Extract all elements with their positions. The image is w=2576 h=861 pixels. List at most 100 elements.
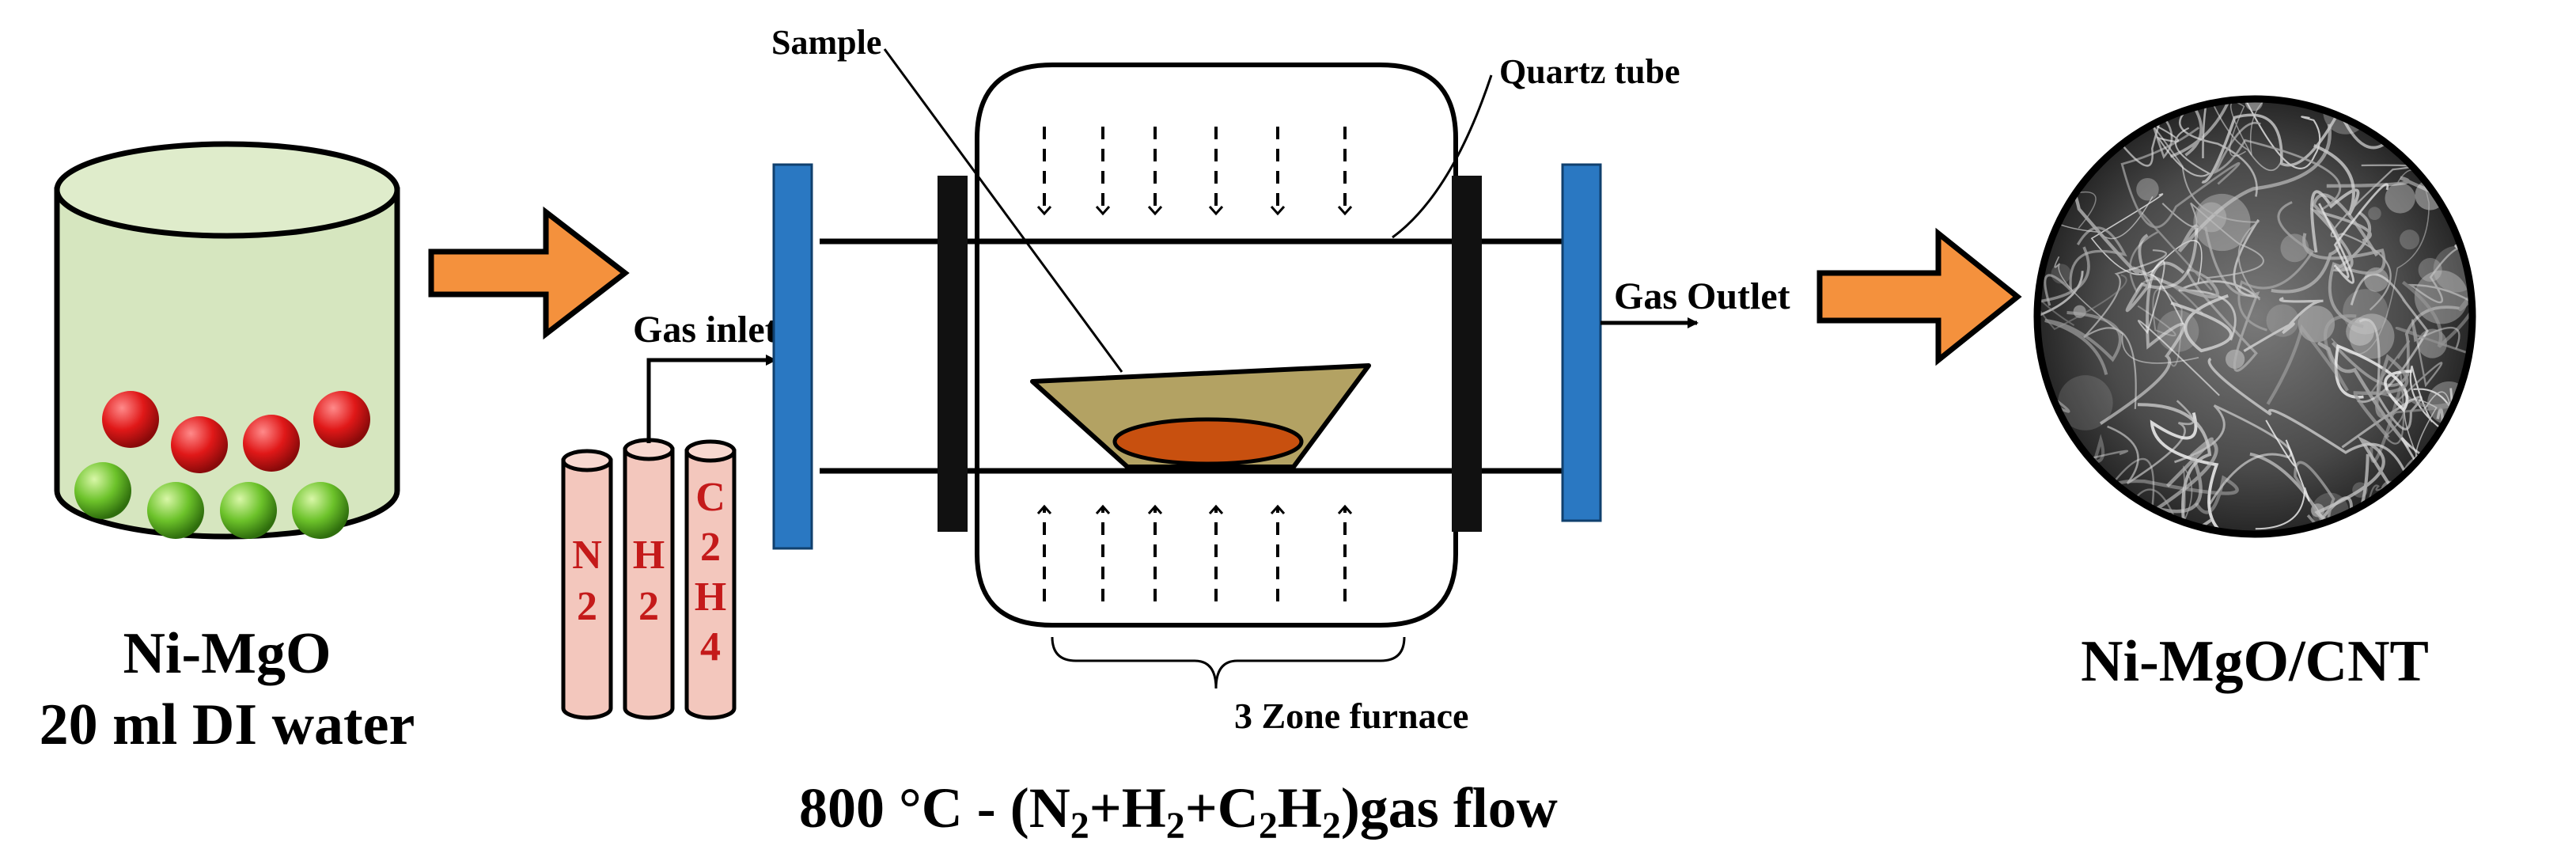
sem-texture — [2054, 256, 2199, 364]
sem-texture — [2137, 403, 2214, 534]
sem-texture — [2409, 366, 2461, 443]
sem-texture — [2042, 99, 2198, 114]
gas-outlet-label: Gas Outlet — [1614, 275, 1790, 317]
process-arrow-2 — [1816, 227, 2022, 366]
right-title: Ni-MgO/CNT — [2081, 629, 2429, 694]
sem-texture — [2318, 183, 2389, 284]
cylinder-h2 — [623, 438, 675, 720]
sem-texture — [2237, 99, 2321, 169]
quartz-tube-label: Quartz tube — [1499, 52, 1680, 91]
sem-texture — [2266, 314, 2357, 405]
sem-texture — [2185, 99, 2283, 172]
condition-subscript: 2 — [1070, 805, 1089, 847]
sem-texture — [2187, 226, 2260, 372]
sem-texture — [2037, 257, 2084, 353]
cylinder-c2h4-letter: C — [695, 475, 725, 520]
sem-texture — [2243, 297, 2324, 352]
sem-texture — [2039, 99, 2082, 109]
sem-texture — [2092, 511, 2132, 534]
condition-part: 800 °C - (N — [799, 776, 1070, 840]
sem-texture — [2438, 441, 2472, 534]
outlet-flange-blue — [1561, 163, 1602, 522]
condition-subscript: 2 — [1322, 805, 1341, 847]
sem-texture — [2099, 261, 2186, 425]
beaker-body — [54, 187, 400, 540]
sem-texture — [2310, 144, 2360, 253]
sample-label: Sample — [771, 23, 881, 62]
sem-texture — [2255, 419, 2310, 530]
heat-arrows-top — [1036, 127, 1353, 216]
ni-particle — [102, 391, 159, 448]
sem-texture — [2368, 207, 2381, 221]
cylinder-c2h4 — [684, 439, 737, 720]
mgo-particle — [147, 482, 204, 539]
sem-texture — [2418, 257, 2442, 283]
sem-texture — [2401, 220, 2472, 348]
sem-texture — [2177, 123, 2332, 252]
mgo-particle — [74, 462, 131, 519]
mgo-particle — [292, 482, 349, 539]
sem-image-border — [2033, 95, 2476, 538]
process-condition: 800 °C - (N2+H2+C2H2)gas flow — [799, 776, 1558, 847]
sem-texture — [2447, 106, 2472, 170]
sem-texture — [2229, 99, 2294, 157]
sem-texture — [2343, 289, 2388, 335]
sem-texture — [2037, 246, 2090, 306]
sem-texture — [2037, 99, 2082, 130]
heat-arrows-bottom — [1036, 504, 1353, 601]
process-arrow-1 — [428, 206, 630, 340]
sem-image — [2033, 95, 2476, 538]
furnace-bracket — [1051, 636, 1406, 689]
sem-texture — [2083, 249, 2167, 409]
ni-particle — [171, 416, 228, 473]
sem-texture — [2037, 289, 2070, 413]
furnace-body — [975, 63, 1458, 628]
condition-part: +C — [1185, 776, 1259, 840]
sem-texture — [2125, 227, 2199, 313]
gas-feed-line — [646, 355, 777, 443]
gas-cylinders: N 2 H 2 C 2 H 4 — [561, 438, 737, 720]
cylinder-c2h4-letter: 2 — [700, 525, 721, 570]
sem-texture — [2037, 99, 2089, 173]
sem-texture — [2137, 260, 2220, 396]
sample-pointer — [883, 48, 1123, 373]
sem-texture — [2213, 121, 2341, 211]
sem-texture — [2136, 177, 2159, 201]
sem-texture — [2037, 184, 2059, 259]
sem-texture — [2157, 309, 2199, 352]
cylinder-h2-letter: 2 — [638, 584, 659, 629]
sem-texture — [2148, 120, 2211, 177]
condition-subscript: 2 — [1259, 805, 1278, 847]
sem-texture — [2170, 294, 2233, 353]
beaker-rim — [54, 141, 400, 239]
condition-part: +H — [1089, 776, 1166, 840]
sem-texture — [2439, 448, 2458, 467]
cylinder-c2h4-letter: H — [695, 575, 726, 620]
sem-texture — [2271, 193, 2379, 294]
sem-texture — [2037, 496, 2039, 523]
sem-texture — [2404, 391, 2453, 485]
sem-texture — [2460, 166, 2472, 210]
sem-texture — [2280, 233, 2309, 263]
sem-texture — [2266, 304, 2299, 337]
sem-texture — [2174, 404, 2293, 505]
condition-part: H — [1278, 776, 1322, 840]
sem-texture — [2334, 343, 2412, 412]
sem-texture — [2116, 99, 2261, 301]
quartz-tube-pointer — [1392, 74, 1493, 239]
sem-texture — [2179, 99, 2258, 197]
sem-texture — [2201, 106, 2343, 184]
cylinder-c2h4-letter: 4 — [700, 624, 721, 669]
left-subtitle: 20 ml DI water — [40, 692, 415, 757]
cylinder-n2 — [561, 449, 613, 720]
sem-texture — [2302, 233, 2386, 328]
sem-texture — [2404, 468, 2459, 524]
gas-inlet-label: Gas inlet — [633, 309, 778, 351]
sem-texture — [2370, 325, 2472, 463]
sem-texture — [2331, 305, 2460, 387]
cylinder-n2-letter: N — [572, 533, 602, 578]
sem-texture — [2058, 375, 2113, 430]
ni-particle — [313, 391, 370, 448]
sem-texture — [2427, 99, 2458, 127]
